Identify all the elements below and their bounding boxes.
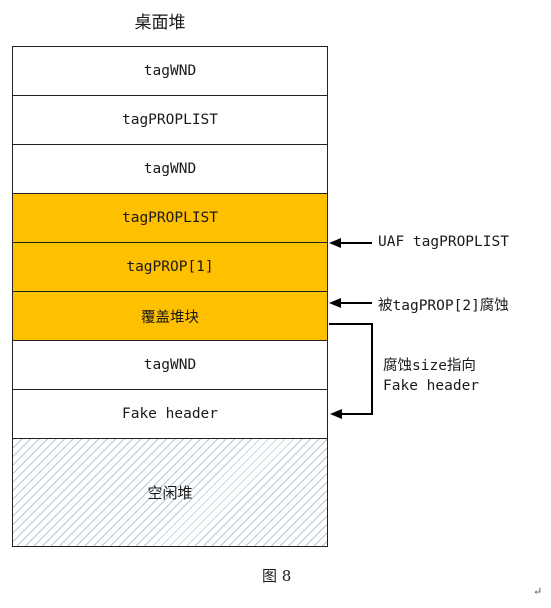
heap-stack: tagWND tagPROPLIST tagWND tagPROPLIST ta… [12,46,328,547]
pointer-annotation-line2: Fake header [383,378,480,394]
heap-block-tagwnd-1: tagWND [12,46,328,96]
paragraph-mark-icon: ↵ [533,585,543,598]
corrupted-arrow [329,298,372,308]
corrupted-annotation: 被tagPROP[2]腐蚀 [378,298,509,314]
heap-block-label: tagPROPLIST [121,112,219,128]
heap-block-label: tagWND [143,357,197,373]
heap-block-fake-header: Fake header [12,390,328,439]
heap-block-overwritten: 覆盖堆块 [12,292,328,341]
heap-block-tagprop-1: tagPROP[1] [12,243,328,292]
uaf-arrow [329,238,372,248]
heap-block-label: 覆盖堆块 [141,309,199,326]
heap-block-label: Fake header [121,406,219,422]
heap-block-label: tagPROP[1] [126,259,214,275]
heap-block-label: tagWND [143,63,197,79]
heap-block-label: tagPROPLIST [121,210,219,226]
heap-block-label: tagWND [143,161,197,177]
heap-block-tagwnd-3: tagWND [12,341,328,390]
heap-block-tagproplist-1: tagPROPLIST [12,96,328,145]
heap-block-free: 空闲堆 [12,439,328,547]
uaf-annotation: UAF tagPROPLIST [378,234,509,250]
heap-title: 桌面堆 [134,13,186,33]
figure-caption: 图 8 [262,567,292,585]
heap-block-label: 空闲堆 [147,484,193,502]
heap-block-uaf-tagproplist: tagPROPLIST [12,194,328,243]
size-pointer-arrow [329,323,373,419]
heap-block-tagwnd-2: tagWND [12,145,328,194]
pointer-annotation-line1: 腐蚀size指向 [383,358,476,374]
